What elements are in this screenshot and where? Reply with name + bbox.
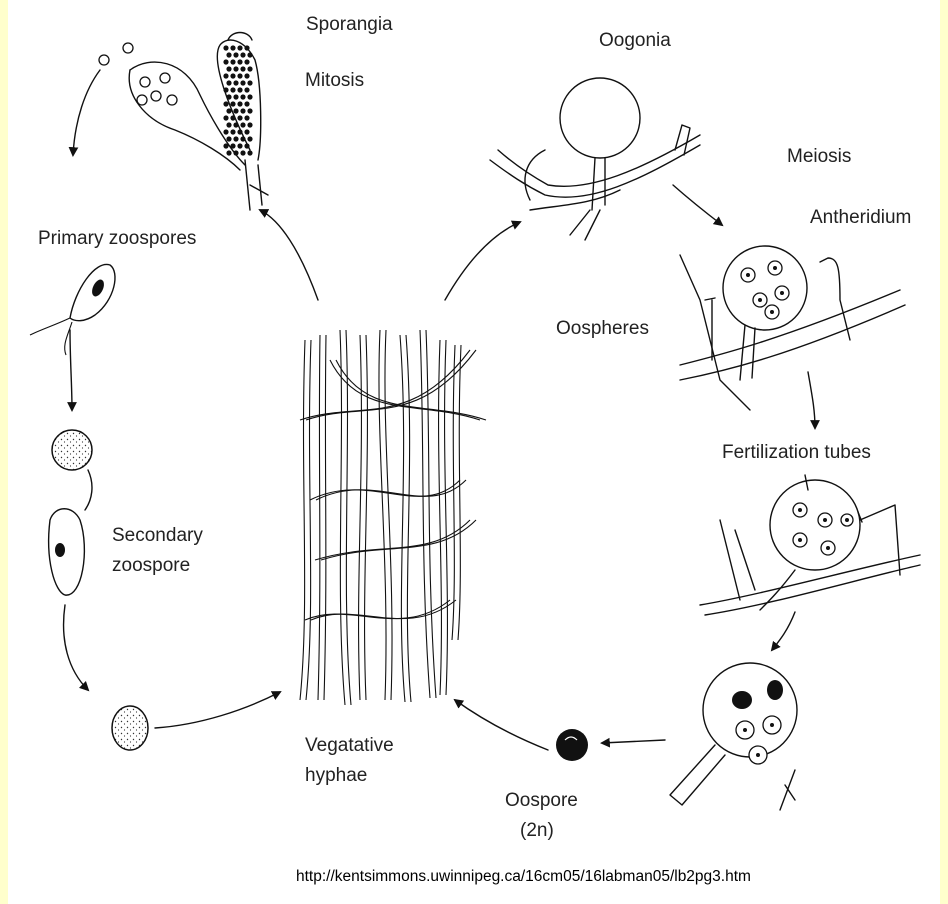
arrow-to-sporangia bbox=[260, 210, 318, 300]
arrow-to-mature-oospore bbox=[772, 612, 795, 650]
label-sporangia: Sporangia bbox=[306, 14, 393, 37]
label-fertilization-tubes: Fertilization tubes bbox=[722, 442, 871, 465]
source-url: http://kentsimmons.uwinnipeg.ca/16cm05/1… bbox=[296, 868, 751, 886]
label-secondary: Secondary bbox=[112, 525, 203, 548]
label-meiosis: Meiosis bbox=[787, 146, 851, 169]
label-mitosis: Mitosis bbox=[305, 70, 364, 93]
arrow-to-hyphae-from-oospore bbox=[455, 700, 548, 750]
label-hyphae: hyphae bbox=[305, 765, 367, 788]
label-oospore: Oospore bbox=[505, 790, 578, 813]
encysted-zoospore-illustration bbox=[112, 706, 148, 750]
vegetative-hyphae-illustration bbox=[300, 330, 486, 705]
arrow-to-cyst bbox=[70, 330, 72, 410]
oospore-illustration bbox=[556, 729, 588, 761]
label-vegatative: Vegatative bbox=[305, 735, 394, 758]
oospheres-illustration bbox=[680, 246, 905, 410]
label-2n: (2n) bbox=[520, 820, 554, 843]
mature-oospore-illustration bbox=[670, 663, 797, 810]
arrow-to-oospore bbox=[602, 740, 665, 743]
primary-zoospore-illustration bbox=[30, 264, 115, 355]
sporangia-illustration bbox=[73, 33, 268, 211]
arrow-cyst-to-secondary bbox=[85, 470, 92, 510]
label-antheridium: Antheridium bbox=[810, 207, 911, 230]
label-zoospore: zoospore bbox=[112, 555, 190, 578]
oogonium-illustration bbox=[490, 78, 700, 240]
arrow-to-hyphae-from-zoospore bbox=[155, 692, 280, 728]
label-primary-zoospores: Primary zoospores bbox=[38, 228, 196, 251]
arrow-to-oogonia bbox=[445, 222, 520, 300]
arrow-to-fertilization bbox=[808, 372, 815, 428]
fertilization-tubes-illustration bbox=[700, 475, 920, 615]
label-oospheres: Oospheres bbox=[556, 318, 649, 341]
arrow-to-encysted bbox=[64, 605, 88, 690]
secondary-zoospore-illustration bbox=[49, 509, 85, 595]
arrow-to-antheridium bbox=[673, 185, 722, 225]
cyst-illustration bbox=[52, 430, 92, 470]
label-oogonia: Oogonia bbox=[599, 30, 671, 53]
